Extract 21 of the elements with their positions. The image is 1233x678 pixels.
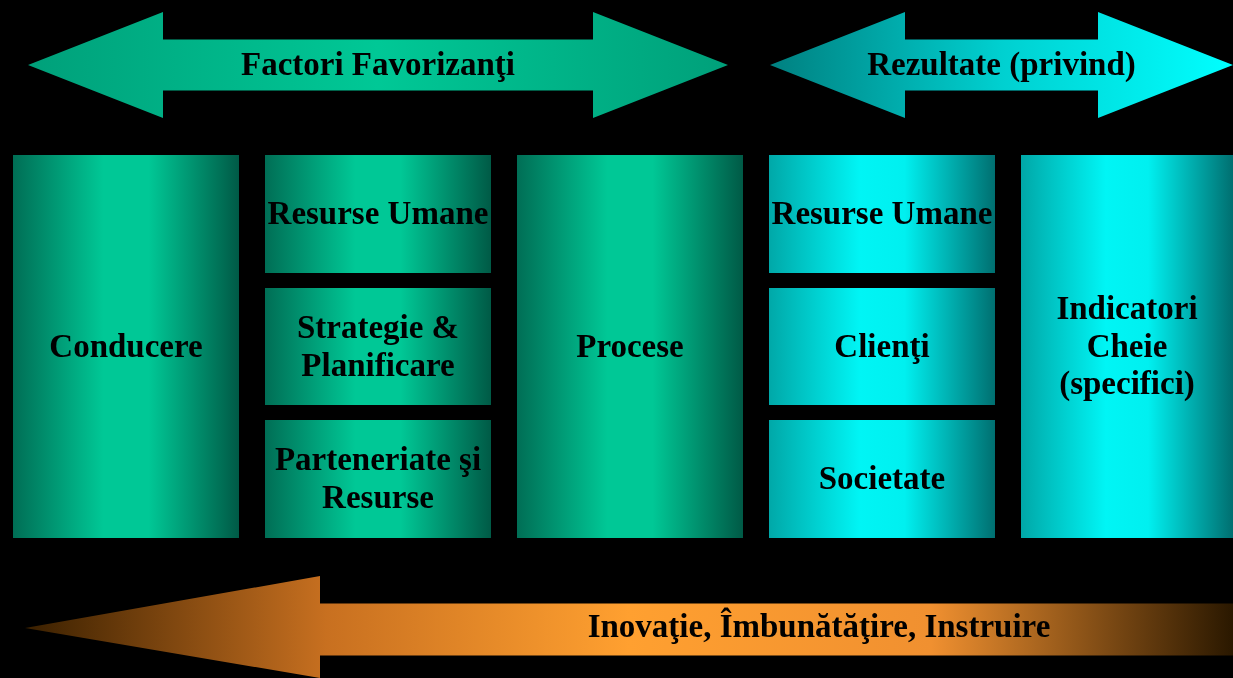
arrow-label: Factori Favorizanţi [241, 46, 515, 84]
category-box [769, 288, 995, 405]
box-label: Strategie & Planificare [295, 308, 461, 385]
category-box [13, 155, 239, 538]
category-box [265, 288, 491, 405]
category-box [517, 155, 743, 538]
box-label: Conducere [49, 327, 203, 366]
box-label: Indicatori Cheie (specifici) [1055, 289, 1199, 404]
category-box [769, 420, 995, 538]
arrow-label: Inovaţie, Îmbunătăţire, Instruire [587, 608, 1051, 646]
arrow-label: Rezultate (privind) [867, 46, 1136, 84]
box-label: Parteneriate şi Resurse [273, 441, 483, 517]
box-label: Procese [576, 327, 684, 366]
category-box [1021, 155, 1233, 538]
category-box [265, 420, 491, 538]
box-label: Societate [818, 460, 946, 498]
box-label: Resurse Umane [771, 195, 993, 233]
box-label: Clienţi [834, 327, 930, 366]
box-label: Resurse Umane [267, 195, 489, 233]
category-box [265, 155, 491, 273]
category-box [769, 155, 995, 273]
